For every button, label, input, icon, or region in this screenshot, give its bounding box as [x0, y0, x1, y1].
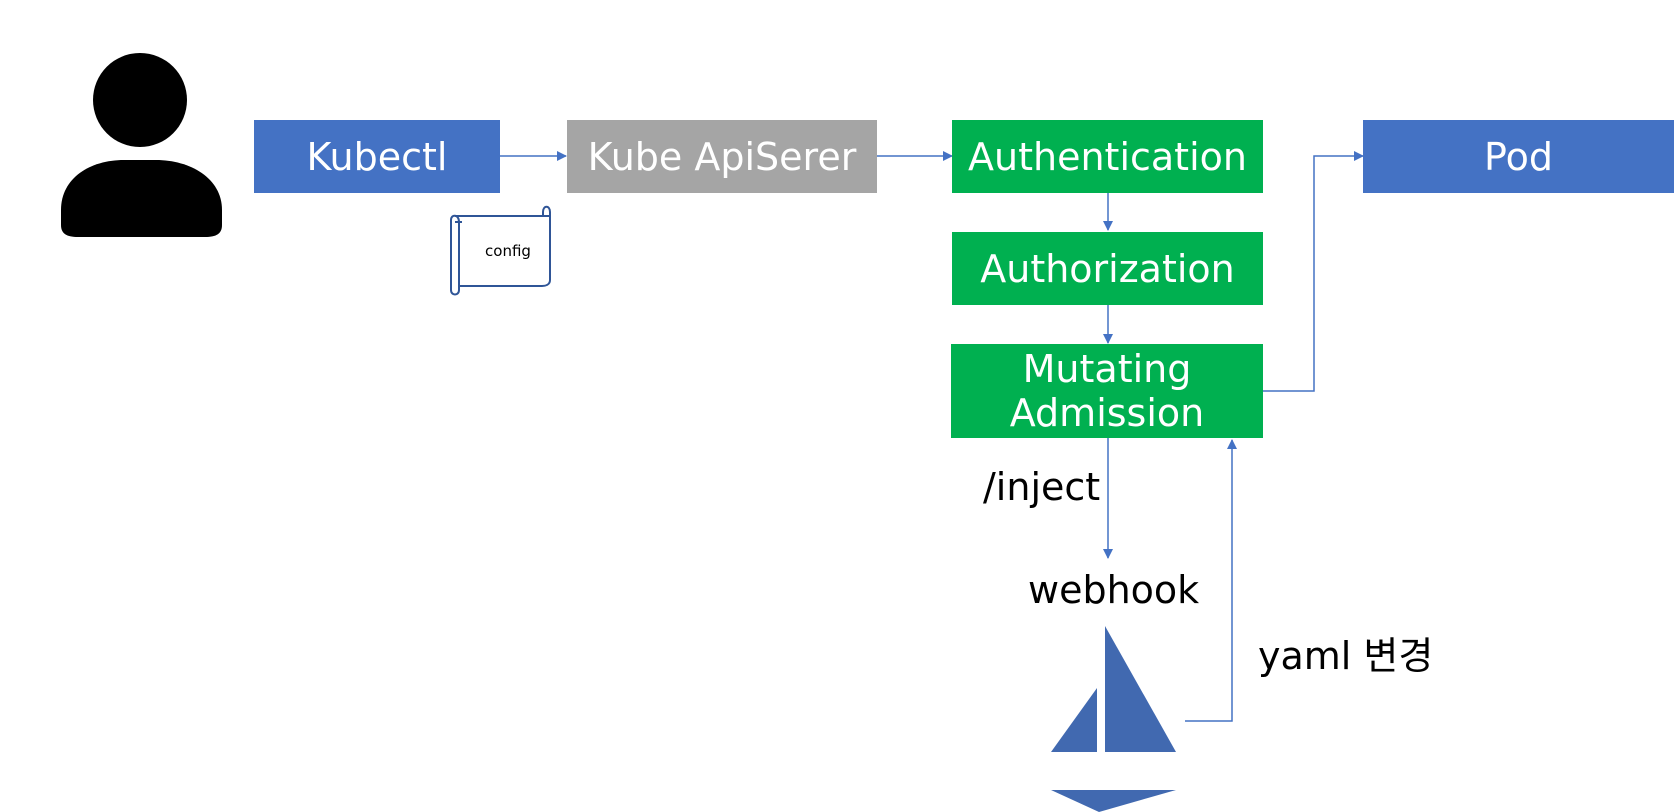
- scroll-document-icon: [450, 205, 551, 296]
- arrow-mutating-to-pod: [1263, 151, 1364, 392]
- yaml-change-label: yaml 변경: [1258, 634, 1434, 678]
- authentication-label: Authentication: [968, 134, 1247, 179]
- kubectl-box: Kubectl: [254, 120, 500, 193]
- sailboat-logo-icon: [1051, 626, 1176, 812]
- authorization-label: Authorization: [980, 246, 1235, 291]
- pod-label: Pod: [1484, 134, 1553, 179]
- authentication-box: Authentication: [952, 120, 1263, 193]
- apiserver-box: Kube ApiSerer: [567, 120, 877, 193]
- mutating-admission-box: Mutating Admission: [951, 344, 1263, 438]
- apiserver-label: Kube ApiSerer: [587, 134, 857, 179]
- config-label: config: [485, 242, 531, 260]
- inject-label: /inject: [983, 465, 1101, 509]
- pod-box: Pod: [1363, 120, 1674, 193]
- kubectl-label: Kubectl: [306, 134, 448, 179]
- mutating-label-line2: Admission: [1009, 391, 1205, 435]
- webhook-label: webhook: [1028, 568, 1200, 612]
- person-silhouette-icon: [61, 53, 222, 237]
- mutating-label-line1: Mutating: [1022, 347, 1192, 391]
- arrow-webhook-to-mutating: [1185, 439, 1237, 722]
- authorization-box: Authorization: [952, 232, 1263, 305]
